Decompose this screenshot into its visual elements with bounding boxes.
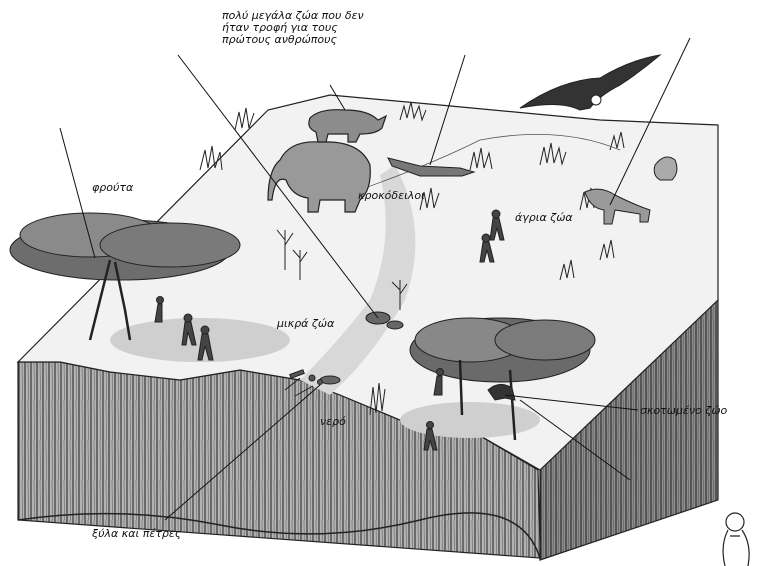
label-dead-animal: σκοτωμένο ζώο [640,405,727,417]
label-big-animals: πολύ μεγάλα ζώα που δεν ήταν τροφή για τ… [222,10,372,46]
label-small-animals: μικρά ζώα [277,318,334,330]
hominid-figure [723,513,749,566]
eagle [520,55,660,110]
label-wood-stones: ξύλα και πέτρες [92,528,181,540]
label-water: νερό [320,416,346,428]
label-crocodiles: κροκόδειλοι [358,190,425,202]
label-fruits: φρούτα [92,182,133,194]
shadow-right [400,402,540,438]
label-wild-animals: άγρια ζώα [515,212,573,224]
